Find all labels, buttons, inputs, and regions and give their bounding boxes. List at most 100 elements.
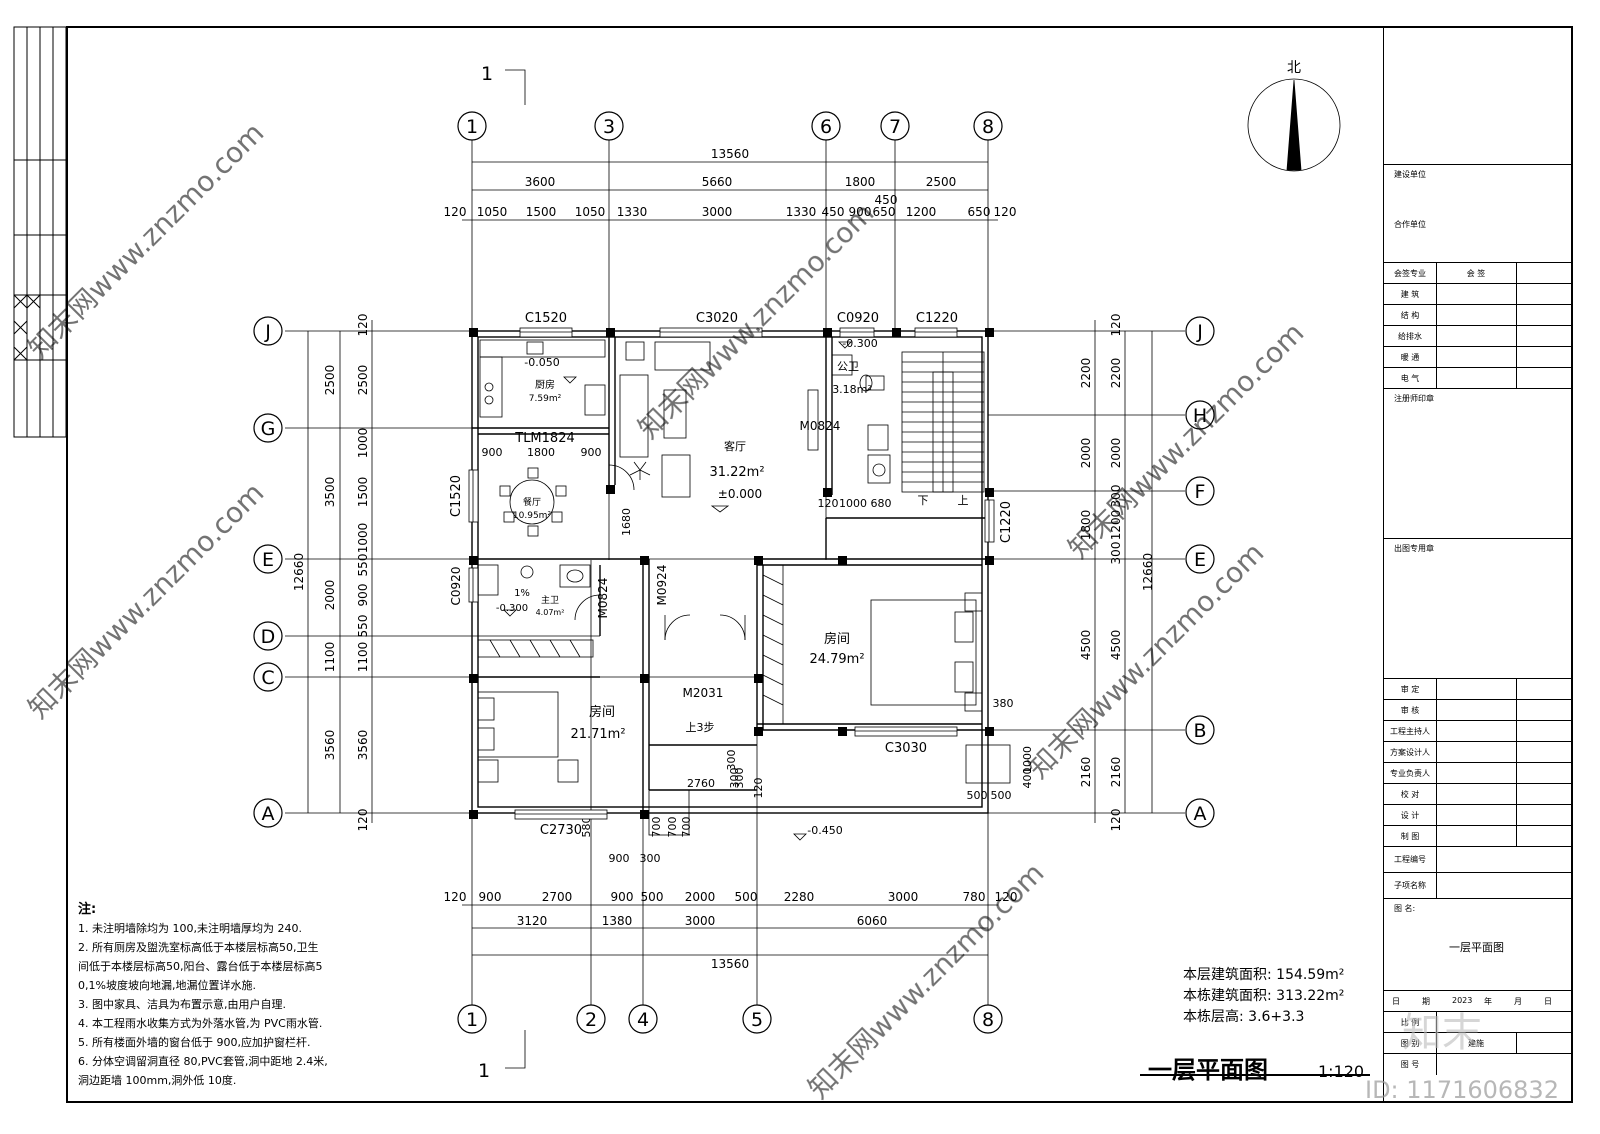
dim-left-detail: 1000 [356, 523, 370, 554]
tb-date-4: 月 [1514, 997, 1522, 1006]
opening-label: TLM1824 [514, 431, 574, 446]
dim-misc: 380 [993, 697, 1014, 710]
axis-label: 1 [466, 116, 478, 138]
tb-row: 图 别建施 [1384, 1032, 1573, 1054]
tb-row-k: 专业负责人 [1384, 763, 1437, 784]
axis-bubble [253, 413, 283, 443]
axis-label: 8 [982, 116, 994, 138]
tb-cosign-head: 会签专业 会 签 [1384, 262, 1573, 284]
grid-lines [285, 140, 1185, 1005]
axis-label: 6 [820, 116, 832, 138]
opening-label: C1520 [449, 475, 464, 517]
dim-right-mid: 2000 [1079, 438, 1093, 469]
tb-row-k: 建 筑 [1384, 284, 1437, 305]
tb-row-k: 校 对 [1384, 784, 1437, 805]
notes: 注: 1. 未注明墙除均为 100,未注明墙厚均为 240. 2. 所有厕房及盥… [78, 900, 408, 1090]
note-item: 洞边距墙 100mm,洞外低 10度. [78, 1074, 237, 1087]
furniture [477, 69, 1370, 1076]
dim-left-detail: 2500 [356, 365, 370, 396]
axis-label: J [264, 321, 271, 343]
dim-right-mid: 2160 [1079, 757, 1093, 788]
note-item: 5. 所有楼面外墙的窗台低于 900,应加护窗栏杆. [78, 1036, 311, 1049]
drawing-scale: 1:120 [1318, 1062, 1365, 1081]
tb-row-k: 结 构 [1384, 305, 1437, 326]
floor-area: 本层建筑面积: 154.59m² [1183, 967, 1345, 983]
dim-misc: 700 [650, 817, 663, 838]
note-item: 0,1%坡度坡向地漏,地漏位置详水施. [78, 979, 256, 992]
tb-row-v [1436, 700, 1517, 721]
dim-right-detail: 2160 [1109, 757, 1123, 788]
note-item: 1. 未注明墙除均为 100,未注明墙厚均为 240. [78, 922, 302, 935]
note-item: 6. 分体空调留洞直径 80,PVC套管,洞中距地 2.4米, [78, 1055, 328, 1068]
tb-type-label: 图 别 [1384, 1033, 1437, 1054]
dim-top-detail: 1500 [526, 205, 557, 219]
dim-right-detail: 300 [1109, 542, 1123, 565]
tb-row-v [1436, 763, 1517, 784]
windows [468, 327, 995, 820]
opening-label: C0920 [449, 567, 463, 606]
tb-row-k: 审 核 [1384, 700, 1437, 721]
dim-left-detail: 1500 [356, 477, 370, 508]
axis-label: F [1195, 481, 1206, 503]
opening-label: C1520 [525, 311, 567, 326]
tb-date-row: 日 期 2023 年 月 日 [1384, 990, 1573, 1012]
axis-label: E [1194, 549, 1206, 571]
tb-row: 设 计 [1384, 804, 1573, 826]
dim-misc: 1680 [620, 508, 633, 536]
tb-row: 工程主持人 [1384, 720, 1573, 742]
axis-bubble [1185, 798, 1215, 828]
watermark-id: ID: 1171606832 [1365, 1076, 1559, 1104]
opening-label: C3020 [696, 311, 738, 326]
dining-area: 10.95m² [513, 511, 552, 521]
dim-misc: 2760 [687, 777, 715, 790]
axis-bubble [253, 316, 283, 346]
area-stats: 本层建筑面积: 154.59m² 本栋建筑面积: 313.22m² 本栋层高: … [1183, 965, 1344, 1028]
axis-label: 3 [603, 116, 615, 138]
dim-bottom-detail: 3000 [888, 890, 919, 904]
notes-head: 注: [78, 902, 97, 917]
tb-row: 建 筑 [1384, 283, 1573, 305]
dim-misc: 700 [666, 817, 679, 838]
tb-reg-stamp: 注册师印章 [1394, 394, 1434, 403]
dim-bottom-detail: 120 [995, 890, 1018, 904]
dim-left-detail: 1000 [356, 428, 370, 459]
dim-right-mid: 4500 [1079, 630, 1093, 661]
binding-strip-block [14, 27, 68, 437]
dim-misc: 1000 [1021, 746, 1034, 774]
axis-bubble [1185, 715, 1215, 745]
dim-left-total: 12660 [292, 553, 306, 591]
wm-3: 知末网www.znzmo.com [1062, 316, 1311, 565]
axis-bubble [253, 662, 283, 692]
dim-left-detail: 120 [356, 809, 370, 832]
tb-row-k: 给排水 [1384, 326, 1437, 347]
dim-top-mid: 2500 [926, 175, 957, 189]
axis-label: E [262, 549, 274, 571]
dim-right-total: 12660 [1141, 553, 1155, 591]
opening-label: M2031 [683, 686, 724, 700]
axis-label: B [1193, 720, 1206, 742]
bath-slope: 1% [514, 588, 530, 599]
note-item: 4. 本工程雨水收集方式为外落水管,为 PVC雨水管. [78, 1017, 323, 1030]
plan-labels: 厨房7.59m²-0.050餐厅10.95m²客厅31.22m²±0.000公卫… [449, 60, 1301, 1082]
entry-steps: 上3步 [686, 721, 715, 734]
tb-row: 比 例 [1384, 1011, 1573, 1033]
drawing-title: 一层平面图 [1148, 1056, 1268, 1084]
tb-row-v [1436, 805, 1517, 826]
dim-misc: 580 [580, 817, 593, 838]
tb-row-v [1436, 368, 1517, 389]
note-item: 3. 图中家具、洁具为布置示意,由用户自理. [78, 998, 286, 1011]
dim-right-detail: 1200 [1109, 510, 1123, 541]
stair-down: 下 [918, 494, 929, 507]
dim-bottom-detail: 120 [444, 890, 467, 904]
dim-bottom-detail: 500 [735, 890, 758, 904]
tb-row: 审 核 [1384, 699, 1573, 721]
dim-misc: 300 [640, 852, 661, 865]
public-wc-area: 3.18m² [832, 383, 872, 396]
wm-4: 知末网www.znzmo.com [22, 476, 271, 725]
dim-bottom-detail: 2700 [542, 890, 573, 904]
tb-row: 审 定 [1384, 678, 1573, 700]
axis-label: 4 [637, 1009, 649, 1031]
tb-name-box [1384, 898, 1573, 990]
axis-label: H [1193, 405, 1207, 427]
tb-row: 校 对 [1384, 783, 1573, 805]
